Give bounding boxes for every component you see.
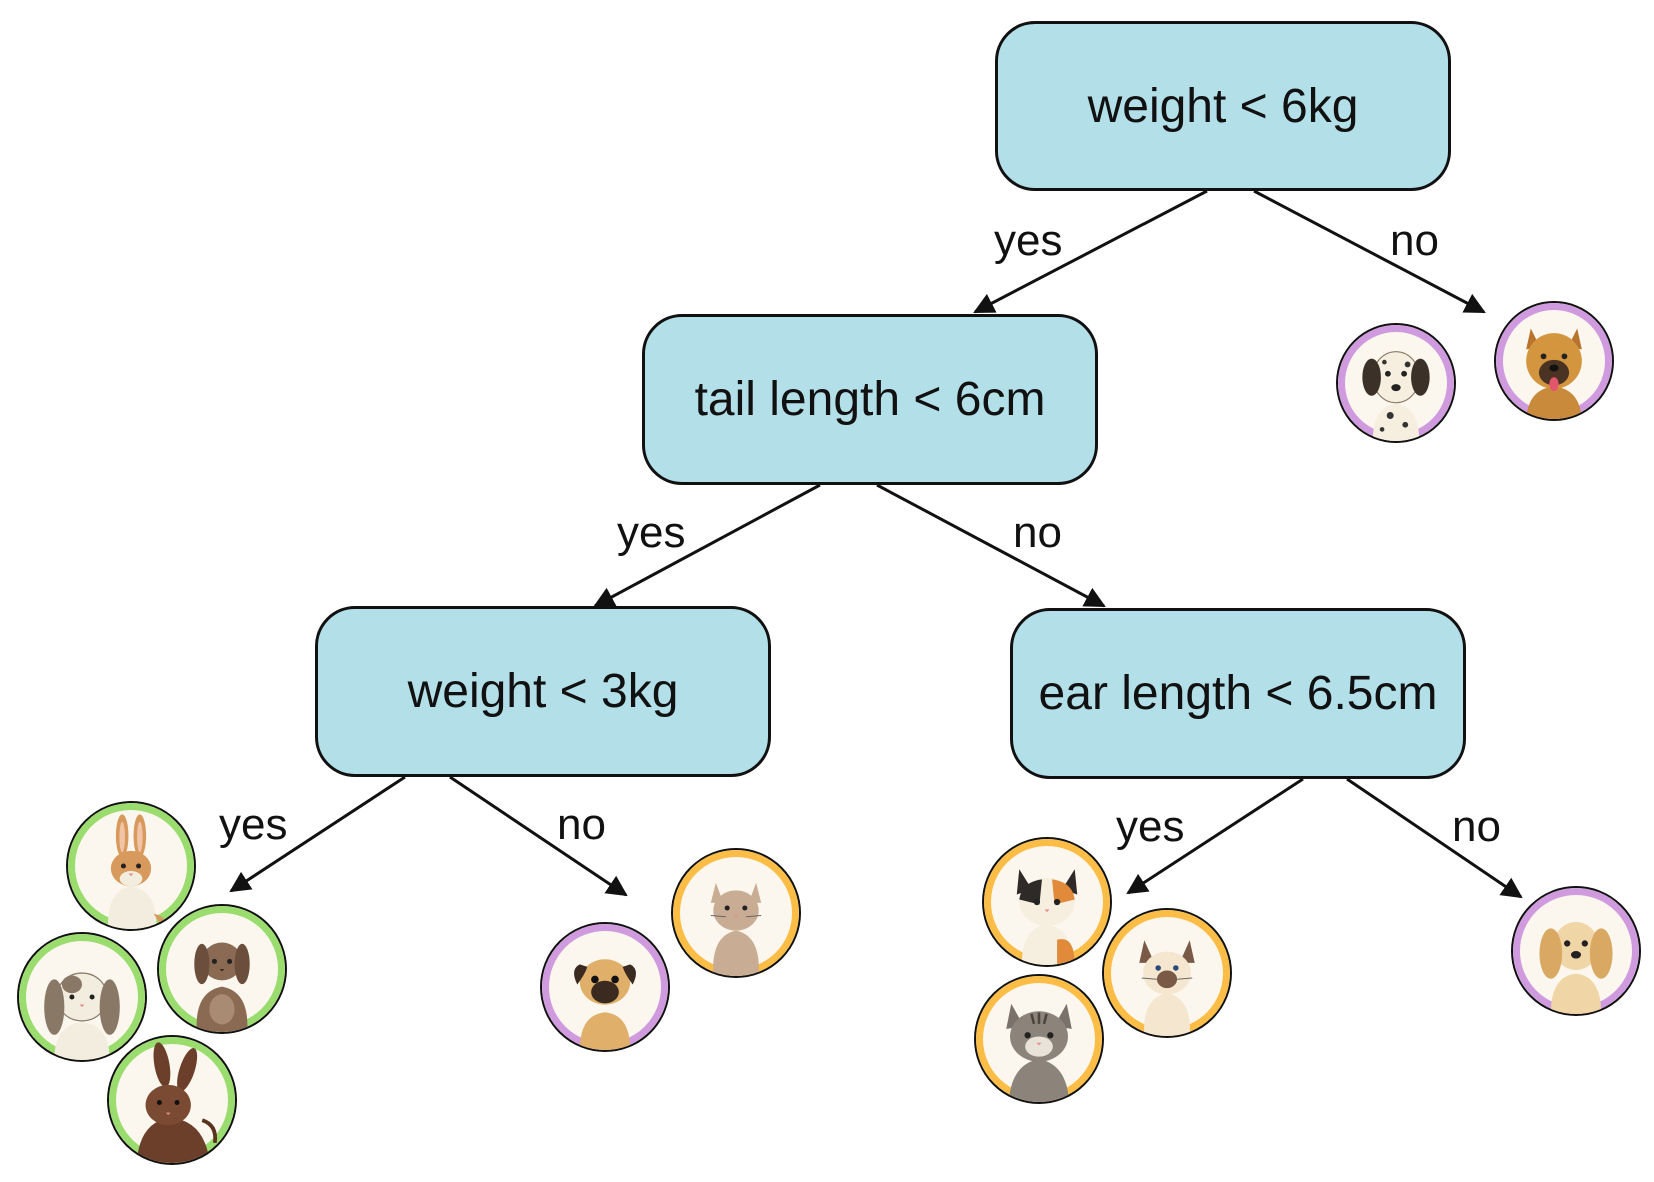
ear-length-node: ear length < 6.5cm [1010, 608, 1466, 779]
edge-root-no [1253, 189, 1486, 314]
brown-lop-rabbit-icon [157, 904, 287, 1034]
dalmatian-dog-icon [1336, 323, 1456, 443]
dark-rabbit-icon [107, 1035, 237, 1165]
pug-dog-icon [540, 922, 670, 1052]
edge-label-tail-yes: yes [617, 508, 686, 557]
weight-3kg-node-label: weight < 3kg [407, 665, 679, 718]
golden-dog-icon [1511, 886, 1641, 1016]
edge-w3-yes [229, 775, 406, 893]
edge-label-tail-no: no [1013, 508, 1062, 557]
ear-length-node-label: ear length < 6.5cm [1038, 667, 1438, 720]
edge-label-w3-no: no [557, 800, 606, 849]
orange-rabbit-icon [66, 801, 196, 931]
edge-label-ear-yes: yes [1116, 802, 1185, 851]
lop-rabbit-icon [17, 932, 147, 1062]
tail-length-node-label: tail length < 6cm [694, 373, 1046, 426]
edge-label-ear-no: no [1452, 802, 1501, 851]
weight-3kg-node: weight < 3kg [315, 606, 771, 777]
shepherd-dog-icon [1494, 301, 1614, 421]
tabby-cat-icon [974, 974, 1104, 1104]
edge-label-root-yes: yes [994, 216, 1063, 265]
calico-cat-icon [982, 837, 1112, 967]
edge-root-yes [973, 189, 1208, 314]
siamese-cat-icon [1102, 908, 1232, 1038]
edge-label-w3-yes: yes [219, 800, 288, 849]
edge-w3-no [449, 775, 628, 897]
edge-ear-yes [1126, 777, 1304, 895]
edge-label-root-no: no [1390, 216, 1439, 265]
edge-ear-no [1346, 777, 1523, 899]
tail-length-node: tail length < 6cm [642, 314, 1098, 485]
edge-tail-no [876, 483, 1106, 608]
grey-cat-icon [671, 848, 801, 978]
edge-tail-yes [593, 483, 821, 608]
root-node-label: weight < 6kg [1087, 79, 1359, 133]
root-node: weight < 6kg [995, 21, 1451, 191]
